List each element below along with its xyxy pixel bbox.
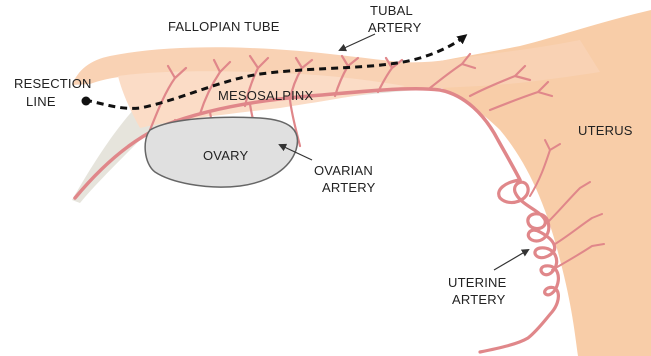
tubal-artery-label-line2: ARTERY <box>368 20 422 35</box>
ovary-label: OVARY <box>203 148 248 163</box>
mesosalpinx-label: MESOSALPINX <box>218 88 314 103</box>
uterine-artery-leader <box>494 250 528 270</box>
fallopian-tube-label: FALLOPIAN TUBE <box>168 19 280 34</box>
uterine-artery-label-line2: ARTERY <box>452 292 506 307</box>
uterine-artery-label-line1: UTERINE <box>448 275 507 290</box>
tubal-artery-leader <box>340 34 375 50</box>
resection-line-label-line2: LINE <box>26 94 56 109</box>
tubal-artery-label-line1: TUBAL <box>370 3 413 18</box>
ovarian-artery-label-line2: ARTERY <box>322 180 376 195</box>
ovarian-artery-label-line1: OVARIAN <box>314 163 373 178</box>
resection-line-label-line1: RESECTION <box>14 76 92 91</box>
uterus-label: UTERUS <box>578 123 633 138</box>
resection-line-start-dot <box>82 97 91 106</box>
